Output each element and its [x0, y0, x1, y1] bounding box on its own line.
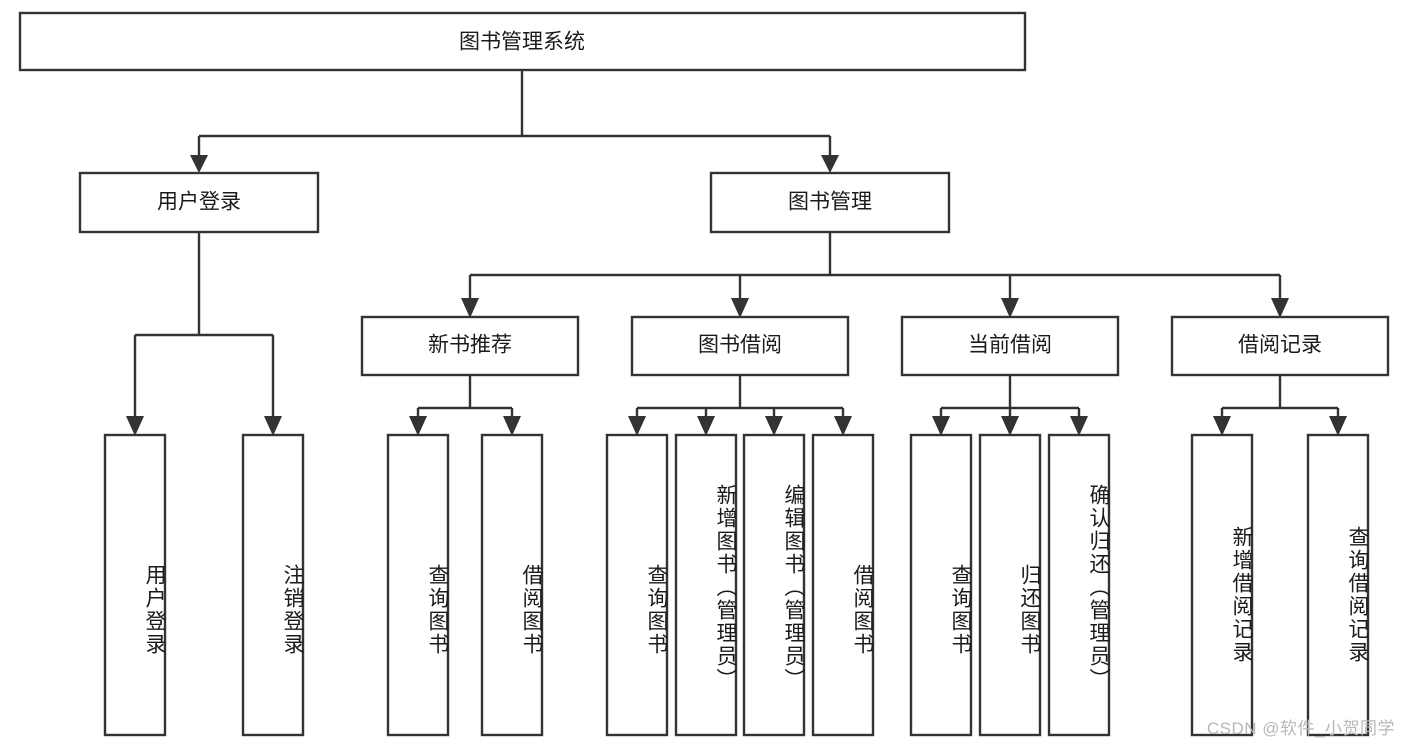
- connectors-book-borrow-branch: [628, 375, 852, 436]
- leaf-book-borrow-2[interactable]: [742, 433, 806, 737]
- connectors-new-book-branch: [409, 375, 521, 436]
- connectors-borrow-record-branch: [1213, 375, 1347, 436]
- arrow-book-mgmt-c2: [731, 298, 749, 318]
- node-current-borrow-label: 当前借阅: [968, 334, 1052, 357]
- node-new-book-recommend[interactable]: [360, 315, 580, 377]
- arrow-current-borrow-l1: [932, 416, 950, 436]
- node-book-management-label: 图书管理: [788, 191, 872, 214]
- arrow-root-to-user-login: [190, 155, 208, 173]
- node-book-borrow-label: 图书借阅: [698, 334, 782, 357]
- arrow-book-mgmt-c3: [1001, 298, 1019, 318]
- leaf-borrow-record-0[interactable]: [1190, 433, 1254, 737]
- arrow-user-login-l1: [126, 416, 144, 436]
- leaf-current-borrow-0[interactable]: [909, 433, 973, 737]
- node-borrow-record[interactable]: [1170, 315, 1390, 377]
- arrow-book-mgmt-c4: [1271, 298, 1289, 318]
- csdn-watermark: CSDN @软件_小贺同学: [1206, 719, 1395, 738]
- node-root[interactable]: [18, 11, 1027, 72]
- node-user-login[interactable]: [78, 171, 320, 234]
- arrow-book-borrow-l3: [765, 416, 783, 436]
- connectors-current-borrow-branch: [932, 375, 1088, 436]
- leaf-current-borrow-1[interactable]: [978, 433, 1042, 737]
- arrow-borrow-record-l2: [1329, 416, 1347, 436]
- leaf-book-borrow-0[interactable]: [605, 433, 669, 737]
- arrow-book-borrow-l2: [697, 416, 715, 436]
- leaf-new-book-1[interactable]: [480, 433, 544, 737]
- leaf-user-login-1[interactable]: [241, 433, 305, 737]
- arrow-borrow-record-l1: [1213, 416, 1231, 436]
- leaf-borrow-record-1[interactable]: [1306, 433, 1370, 737]
- leaf-new-book-0[interactable]: [386, 433, 450, 737]
- leaf-current-borrow-2[interactable]: [1047, 433, 1111, 737]
- leaf-book-borrow-1[interactable]: [674, 433, 738, 737]
- node-new-book-recommend-label: 新书推荐: [428, 334, 512, 357]
- arrow-new-book-l1: [409, 416, 427, 436]
- leaf-book-borrow-3[interactable]: [811, 433, 875, 737]
- connectors-user-login-branch: [126, 232, 282, 436]
- node-root-label: 图书管理系统: [459, 31, 585, 54]
- connectors-book-mgmt-branch: [461, 232, 1289, 318]
- arrow-user-login-l2: [264, 416, 282, 436]
- arrow-book-mgmt-c1: [461, 298, 479, 318]
- arrow-root-to-book-mgmt: [821, 155, 839, 173]
- node-user-login-label: 用户登录: [157, 191, 241, 214]
- node-borrow-record-label: 借阅记录: [1238, 334, 1322, 357]
- node-current-borrow[interactable]: [900, 315, 1120, 377]
- connectors-root-level: [190, 70, 839, 173]
- arrow-book-borrow-l1: [628, 416, 646, 436]
- arrow-book-borrow-l4: [834, 416, 852, 436]
- arrow-new-book-l2: [503, 416, 521, 436]
- node-book-management[interactable]: [709, 171, 951, 234]
- node-book-borrow[interactable]: [630, 315, 850, 377]
- leaf-user-login-0[interactable]: [103, 433, 167, 737]
- arrow-current-borrow-l2: [1001, 416, 1019, 436]
- arrow-current-borrow-l3: [1070, 416, 1088, 436]
